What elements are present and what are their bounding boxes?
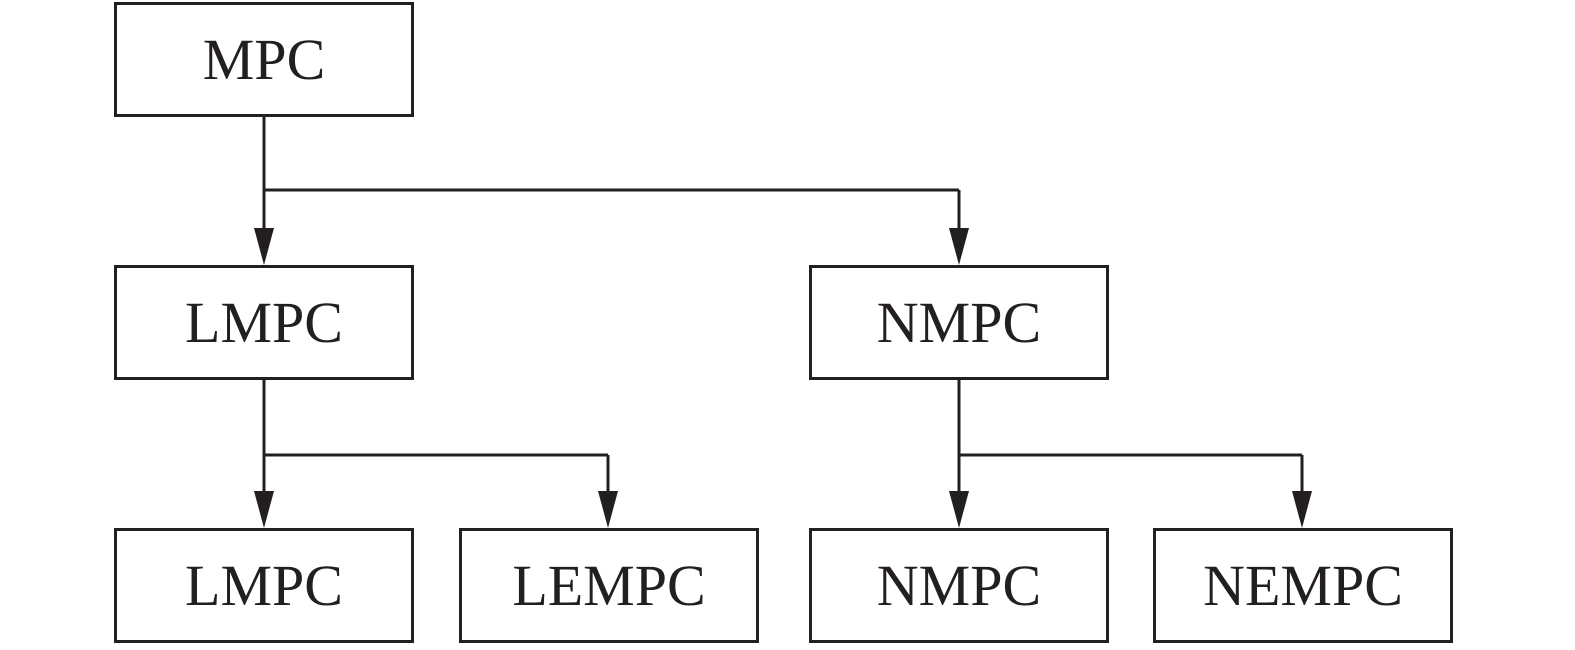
node-nempc: NEMPC	[1153, 528, 1453, 643]
node-label-lempc: LEMPC	[512, 553, 706, 618]
node-nmpc: NMPC	[809, 265, 1109, 380]
node-label-mpc: MPC	[202, 27, 326, 92]
node-label-nmpc: NMPC	[876, 290, 1042, 355]
edge-group-nmpc	[957, 380, 1304, 493]
node-label-nempc: NEMPC	[1203, 553, 1403, 618]
arrowhead-mpc-to-lmpc	[254, 228, 274, 265]
node-nmpc-leaf: NMPC	[809, 528, 1109, 643]
arrowhead-nmpc-to-nempc	[1292, 491, 1312, 528]
arrowhead-nmpc-to-nmpc	[949, 491, 969, 528]
arrowhead-mpc-to-nmpc	[949, 228, 969, 265]
node-label-lmpc-leaf: LMPC	[185, 553, 343, 618]
arrowhead-lmpc-to-lempc	[598, 491, 618, 528]
node-lmpc: LMPC	[114, 265, 414, 380]
node-lempc: LEMPC	[459, 528, 759, 643]
node-mpc: MPC	[114, 2, 414, 117]
node-label-lmpc: LMPC	[185, 290, 343, 355]
edge-group-root	[262, 117, 961, 230]
node-label-nmpc-leaf: NMPC	[876, 553, 1042, 618]
arrowhead-lmpc-to-lmpc	[254, 491, 274, 528]
node-lmpc-leaf: LMPC	[114, 528, 414, 643]
edge-group-lmpc	[262, 380, 610, 493]
